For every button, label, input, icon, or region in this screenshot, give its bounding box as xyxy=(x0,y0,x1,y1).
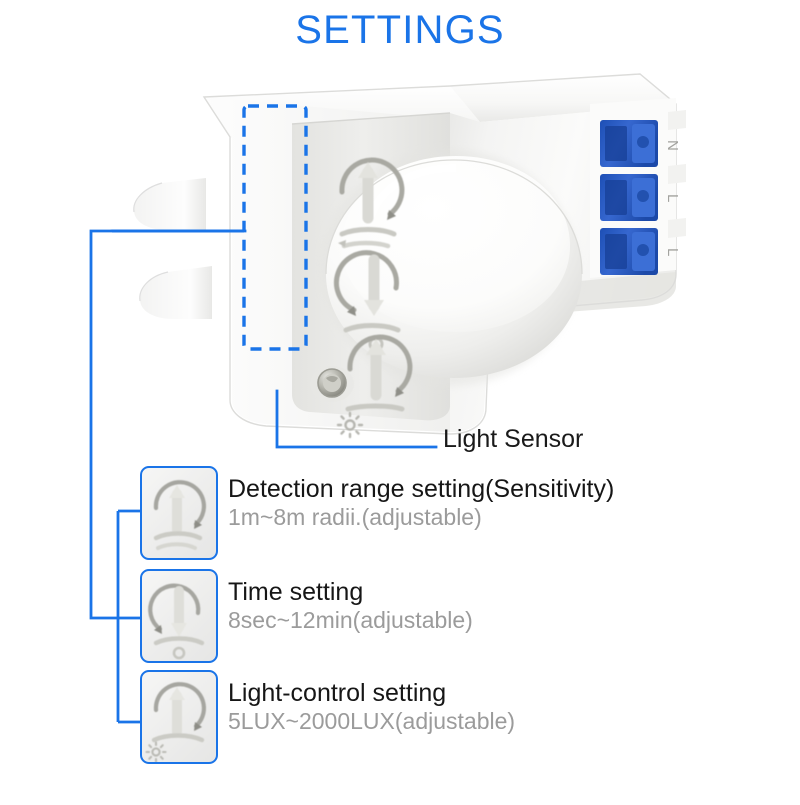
legend-title: Light-control setting xyxy=(228,679,447,707)
legend-text-block: Detection range setting(Sensitivity) 1m~… xyxy=(228,475,758,532)
light-sensor-component xyxy=(310,366,354,402)
terminal-label-n: N xyxy=(664,140,681,151)
legend-item-light-control: Light-control setting 5LUX~2000LUX(adjus… xyxy=(140,670,760,766)
legend-text-block: Light-control setting 5LUX~2000LUX(adjus… xyxy=(228,679,758,736)
legend-text-block: Time setting 8sec~12min(adjustable) xyxy=(228,578,758,635)
mounting-tabs xyxy=(133,178,212,319)
detection-range-dial-icon xyxy=(140,466,218,560)
dial-detection-range xyxy=(338,157,405,249)
legend-title: Detection range setting(Sensitivity) xyxy=(228,475,615,503)
legend-item-detection-range: Detection range setting(Sensitivity) 1m~… xyxy=(140,466,760,562)
time-setting-dial-icon xyxy=(140,569,218,663)
legend-subtitle: 5LUX~2000LUX(adjustable) xyxy=(228,708,516,734)
legend-subtitle: 1m~8m radii.(adjustable) xyxy=(228,504,482,530)
legend-title: Time setting xyxy=(228,578,364,606)
legend-subtitle: 8sec~12min(adjustable) xyxy=(228,607,473,633)
light-sensor-label: Light Sensor xyxy=(443,425,584,453)
page-title: SETTINGS xyxy=(295,8,505,52)
light-control-dial-icon xyxy=(140,670,218,764)
legend-item-time-setting: Time setting 8sec~12min(adjustable) xyxy=(140,569,760,665)
terminal-block: N L L xyxy=(590,98,686,278)
terminal-label-l1: L xyxy=(664,194,681,202)
device-photo: N L L xyxy=(120,60,690,460)
terminal-label-l2: L xyxy=(664,248,681,256)
